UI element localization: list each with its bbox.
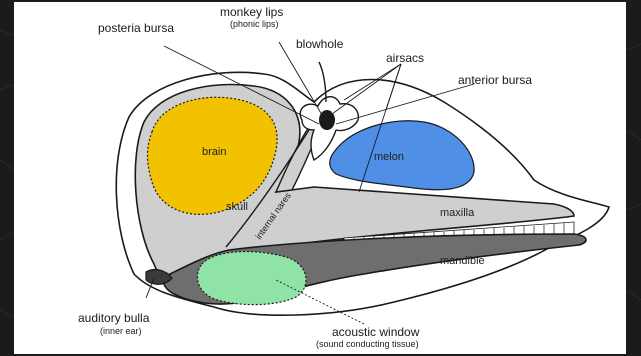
label-airsacs: airsacs — [386, 51, 424, 65]
diagram-panel: posteria bursa monkey lips (phonic lips)… — [14, 2, 626, 354]
label-maxilla: maxilla — [440, 207, 475, 219]
label-monkey-lips: monkey lips — [220, 5, 283, 19]
label-melon: melon — [374, 151, 404, 163]
label-posteria-bursa: posteria bursa — [98, 21, 174, 35]
label-brain: brain — [202, 146, 226, 158]
label-blowhole: blowhole — [296, 37, 344, 51]
label-anterior-bursa: anterior bursa — [458, 73, 532, 87]
acoustic-window-shape — [197, 252, 306, 305]
dolphin-head-diagram: posteria bursa monkey lips (phonic lips)… — [14, 2, 626, 354]
label-acoustic-window-sub: (sound conducting tissue) — [316, 339, 419, 349]
label-skull: skull — [226, 201, 248, 213]
label-auditory-bulla-sub: (inner ear) — [100, 326, 142, 336]
label-acoustic-window: acoustic window — [332, 325, 420, 339]
label-monkey-lips-sub: (phonic lips) — [230, 19, 279, 29]
label-mandible: mandible — [440, 255, 485, 267]
label-auditory-bulla: auditory bulla — [78, 311, 150, 325]
